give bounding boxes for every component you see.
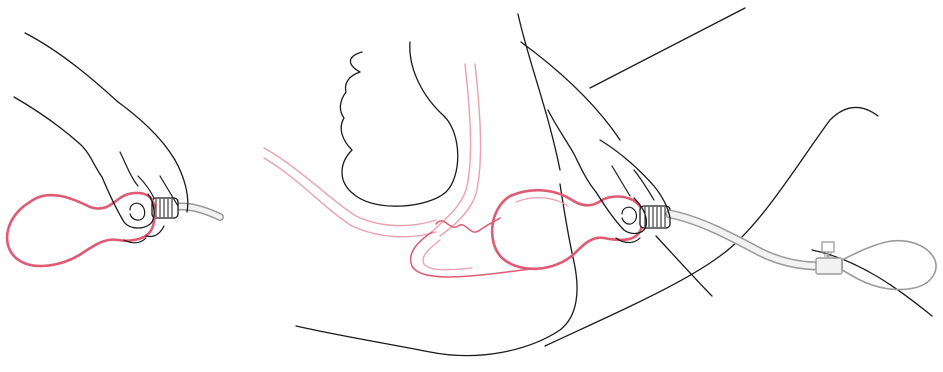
canal-fold [436,218,500,232]
vaginal-canal [432,64,481,236]
thigh-line [521,42,620,140]
inserted-device-inner [516,198,568,206]
pelvic-bone-line [518,14,560,170]
thigh-outline [590,8,745,88]
inserted-device-stem [640,206,670,228]
left-panel [7,33,220,266]
right-panel [264,8,936,356]
valve-icon [816,242,842,274]
canal-wall [411,232,540,277]
inflation-tube [670,214,820,266]
bladder-outline [340,42,457,206]
rectum-canal [264,148,436,237]
left-tube [175,207,220,217]
canal-wall-inner [423,240,472,270]
leg-lower-line [656,236,712,296]
